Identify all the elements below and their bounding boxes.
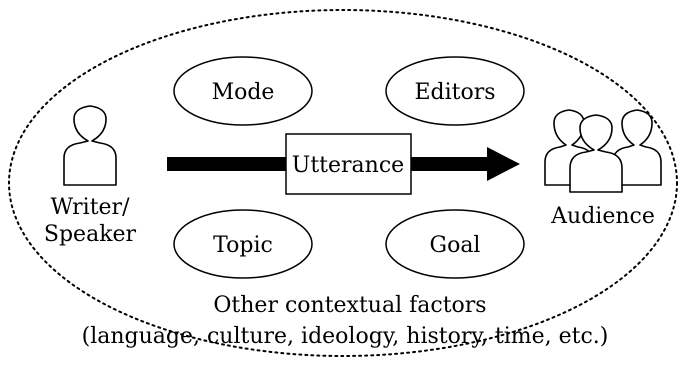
group-icon <box>544 109 662 193</box>
mode-node: Mode <box>173 56 313 126</box>
context-boundary <box>8 9 678 357</box>
audience-label: Audience <box>550 204 655 229</box>
editors-node: Editors <box>385 56 525 126</box>
mode-label: Mode <box>212 80 275 105</box>
topic-label: Topic <box>213 233 273 258</box>
editors-label: Editors <box>414 80 495 105</box>
person-icon <box>63 105 117 186</box>
utterance-node: Utterance <box>285 133 412 195</box>
topic-node: Topic <box>173 209 313 279</box>
goal-label: Goal <box>430 233 481 258</box>
context-examples: (language, culture, ideology, history, t… <box>82 324 609 349</box>
writer-label-line2: Speaker <box>44 222 137 247</box>
goal-node: Goal <box>385 209 525 279</box>
context-title: Other contextual factors <box>213 293 486 318</box>
utterance-label: Utterance <box>292 153 404 178</box>
writer-label-line1: Writer/ <box>51 195 131 220</box>
